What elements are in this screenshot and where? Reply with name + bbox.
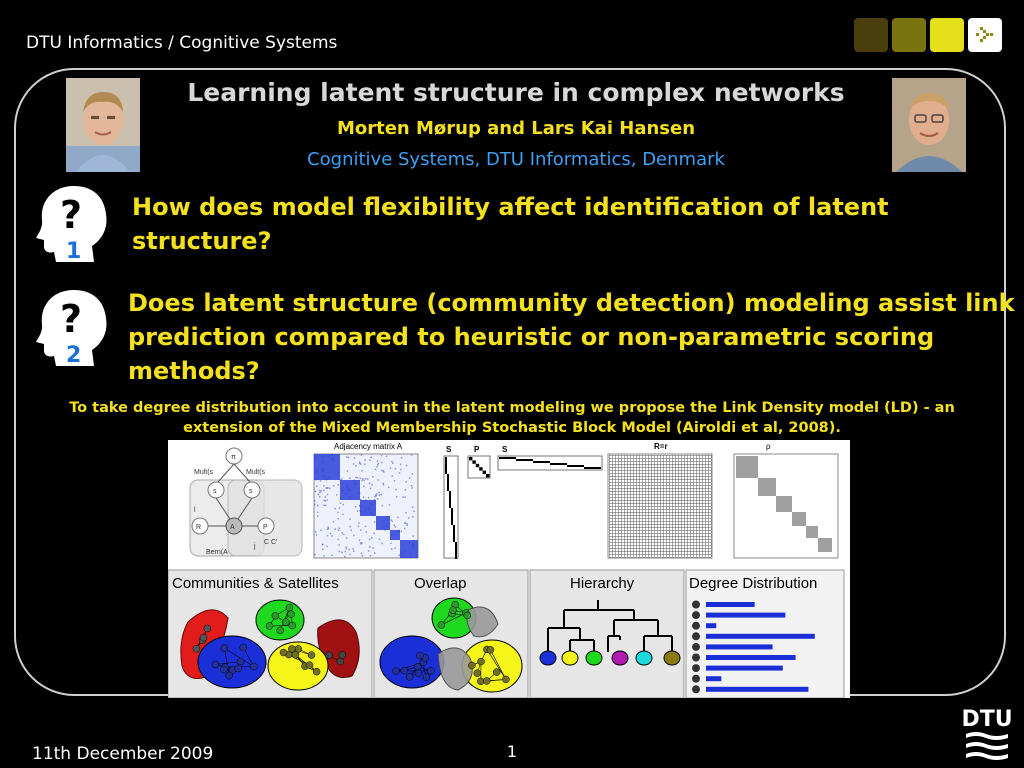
r-matrix (607, 453, 713, 559)
page-number: 1 (506, 742, 518, 761)
question-number-1: 1 (66, 239, 81, 264)
question-1-text: How does model flexibility affect identi… (132, 193, 889, 255)
question-2-text: Does latent structure (community detecti… (128, 289, 1015, 385)
panel-title-overlap: Overlap (414, 575, 467, 592)
svg-text:s: s (213, 488, 217, 495)
model-figure: π Mult(s Mult(s s s R A P l j C C' Bern(… (167, 440, 850, 699)
slide-authors: Morten Mørup and Lars Kai Hansen (336, 118, 696, 139)
rho-label: ρ (766, 442, 771, 451)
svg-text:s: s (249, 488, 253, 495)
panel-title-communities: Communities & Satellites (172, 575, 339, 592)
question-head-icon-2: ? 2 (36, 290, 107, 368)
hierarchy-leaves (539, 650, 681, 666)
author-photo-right (892, 78, 966, 172)
s-label: S (502, 445, 508, 454)
overlap-illustration (379, 597, 523, 693)
brand-square-1 (854, 18, 888, 52)
svg-text:P: P (263, 524, 268, 531)
question-number-2: 2 (66, 343, 81, 368)
graphical-model-diagram: π Mult(s Mult(s s s R A P l j C C' Bern(… (189, 447, 303, 557)
r-label: R=r (654, 442, 668, 451)
brand-square-arrow (968, 18, 1002, 52)
hierarchy-tree (547, 600, 673, 652)
svg-text:Bern(A: Bern(A (206, 549, 228, 556)
svg-text:A: A (230, 524, 235, 531)
dtu-logo-icon: DTU (962, 707, 1012, 760)
svg-text:R: R (196, 524, 201, 531)
svg-text:?: ? (60, 297, 82, 341)
adjacency-label: Adjacency matrix A (334, 442, 403, 451)
svg-text:Mult(s: Mult(s (194, 469, 214, 476)
degree-distribution-bars (692, 600, 815, 694)
dtu-logo-text: DTU (962, 707, 1012, 732)
header-org: DTU Informatics / Cognitive Systems (26, 33, 338, 53)
panel-title-degree: Degree Distribution (689, 575, 817, 592)
rho-matrix (733, 453, 839, 559)
svg-text:Mult(s: Mult(s (246, 469, 266, 476)
author-photo-left (66, 78, 140, 172)
brand-square-3 (930, 18, 964, 52)
s-matrix-bars (445, 457, 457, 559)
arrow-icon (976, 27, 993, 42)
svg-text:?: ? (60, 193, 82, 237)
question-head-icon-1: ? 1 (36, 186, 107, 264)
brand-square-2 (892, 18, 926, 52)
p-label: P (474, 445, 480, 454)
s-transpose-label: S (446, 445, 452, 454)
svg-text:j: j (253, 543, 256, 550)
proposal-text: To take degree distribution into account… (69, 400, 955, 436)
adjacency-matrix (313, 453, 419, 559)
svg-text:π: π (231, 454, 236, 461)
svg-text:l: l (194, 507, 196, 514)
slide-affiliation: Cognitive Systems, DTU Informatics, Denm… (307, 149, 725, 170)
communities-illustration (180, 599, 360, 691)
svg-text:C C': C C' (264, 539, 277, 546)
footer-date: 11th December 2009 (32, 744, 214, 764)
panel-title-hierarchy: Hierarchy (570, 575, 635, 592)
slide-title: Learning latent structure in complex net… (187, 78, 845, 107)
